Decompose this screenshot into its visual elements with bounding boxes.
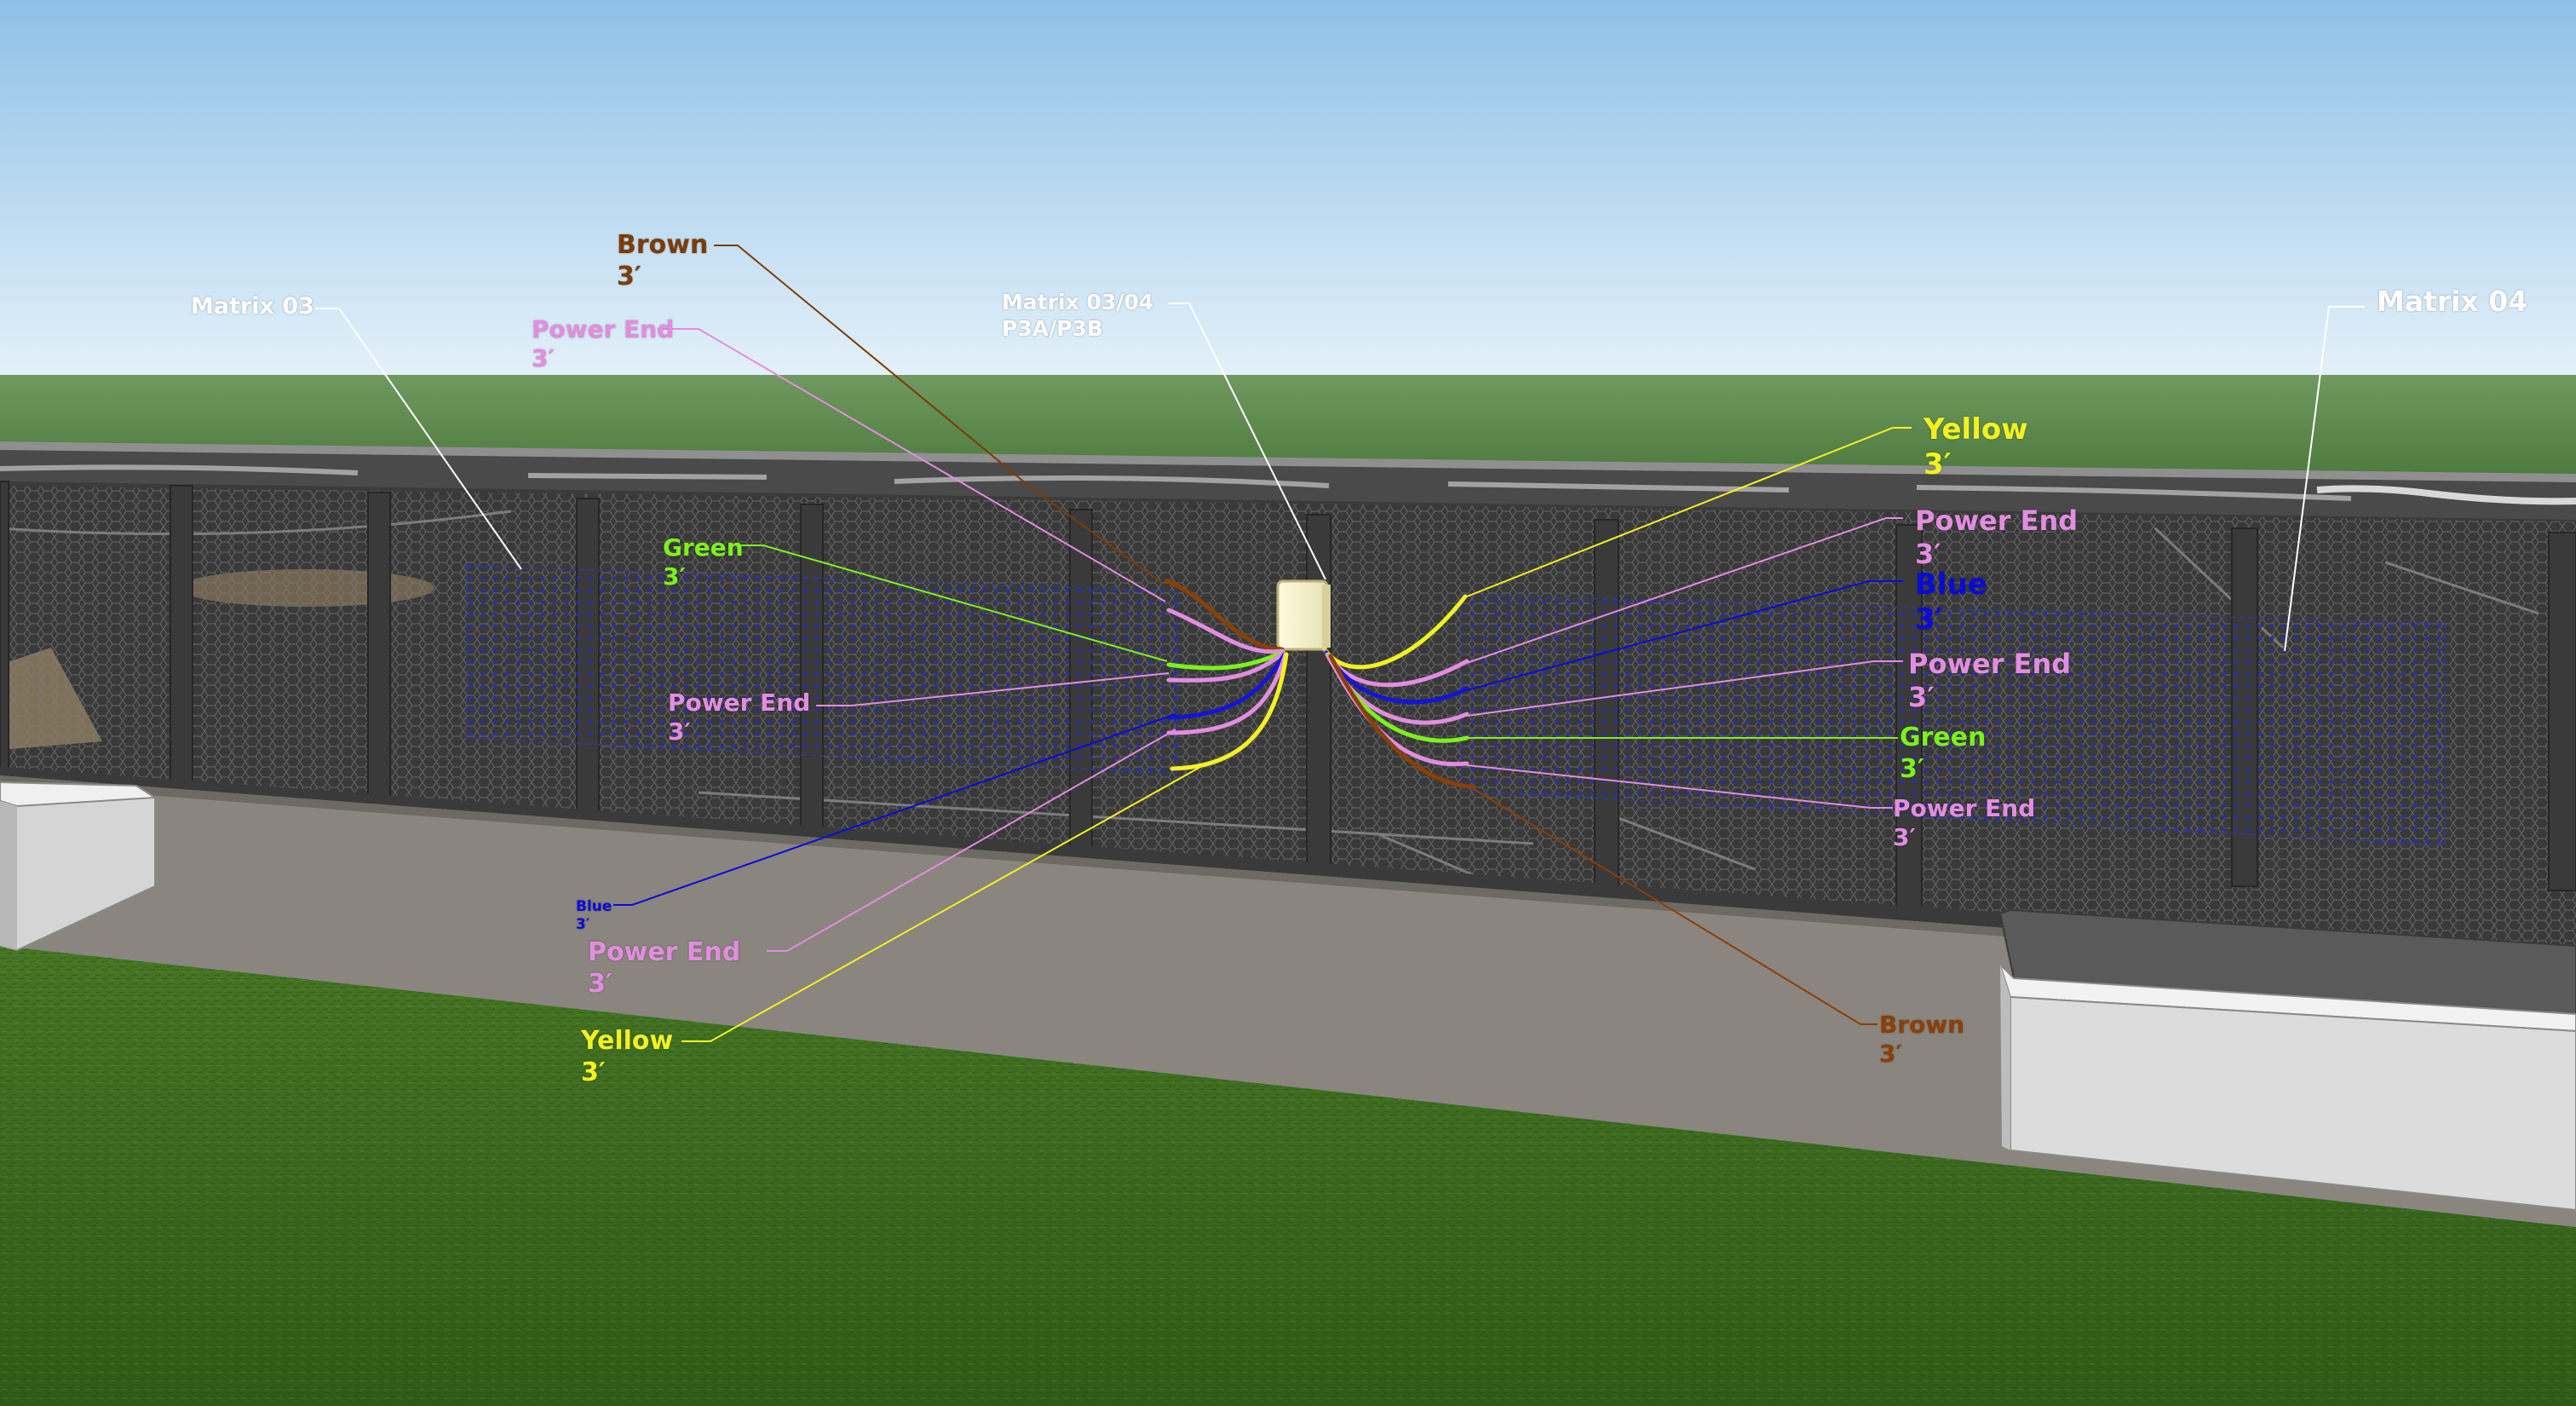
cable-length: 3′ [1900,753,1924,784]
cable-length: 3′ [532,344,555,373]
cable-name: Brown [617,230,709,260]
cable-length: 3′ [1908,681,1935,714]
cable-length: 3′ [617,261,641,291]
led-matrix-03 [466,565,1178,775]
cable-length: 3′ [581,1057,606,1087]
sky [0,0,2576,379]
cable-name: Power End [668,689,811,717]
cable-name: Brown [1879,1011,1965,1039]
cable-name: Green [663,533,744,562]
fence-bottom-rail [0,767,2576,971]
cable-length: 3′ [1879,1040,1902,1069]
cable-length: 3′ [576,915,590,933]
cable-length: 3′ [1923,447,1952,482]
cable-label-right-blue: Blue 3′ [1915,568,1987,638]
cable-label-left-power-mid: Power End 3′ [668,689,810,746]
cable-name: Power End [588,937,741,967]
cable-length: 3′ [1893,823,1916,852]
cable-label-left-yellow: Yellow 3′ [581,1026,673,1088]
cable-name: Blue [1915,568,1987,602]
cable-length: 3′ [588,968,612,999]
cables-right [1322,594,1476,790]
matrix-04-label-text: Matrix 04 [2377,285,2528,318]
cable-length: 3′ [1915,602,1943,637]
cable-length: 3′ [1915,538,1941,571]
fence-top-rail [0,441,2576,520]
cable-label-left-power-top: Power End 3′ [532,315,674,373]
cable-name: Green [1900,723,1987,752]
cable-label-left-power-bottom: Power End 3′ [588,937,740,1000]
planter-right [1998,908,2576,1212]
cable-name: Blue [576,898,612,915]
cable-label-right-power-bottom: Power End 3′ [1893,794,2035,852]
cable-label-right-green: Green 3′ [1900,723,1986,785]
cable-name: Power End [1908,648,2072,680]
cable-name: Yellow [581,1026,674,1056]
led-matrix-04 [1461,594,2446,846]
cable-name: Power End [1915,504,2079,537]
cable-name: Power End [532,315,675,343]
cable-label-left-blue: Blue 3′ [576,898,612,933]
matrix-03-label-text: Matrix 03 [191,293,314,320]
cable-name: Yellow [1923,412,2028,447]
cable-length: 3′ [668,717,691,746]
cables-left [1164,579,1289,771]
junction-box-label-line2: P3A/P3B [1002,315,1103,341]
cable-label-right-yellow: Yellow 3′ [1923,412,2028,483]
cable-label-right-brown: Brown 3′ [1879,1011,1964,1069]
cable-name: Power End [1893,794,2036,822]
planter-left [0,781,158,952]
walkway [0,775,2576,1227]
junction-box [1276,579,1331,651]
cable-length: 3′ [663,562,686,591]
matrix-04-label: Matrix 04 [2377,285,2527,319]
matrix-03-label: Matrix 03 [191,293,314,321]
junction-box-label-line1: Matrix 03/04 [1002,290,1154,314]
cable-label-left-green: Green 3′ [663,533,744,591]
junction-box-label: Matrix 03/04 P3A/P3B [1002,290,1153,342]
cable-label-left-brown: Brown 3′ [617,230,708,292]
cable-label-right-power-mid: Power End 3′ [1908,648,2071,714]
cable-label-right-power-top: Power End 3′ [1915,504,2078,571]
leader-lines [315,245,2365,1042]
